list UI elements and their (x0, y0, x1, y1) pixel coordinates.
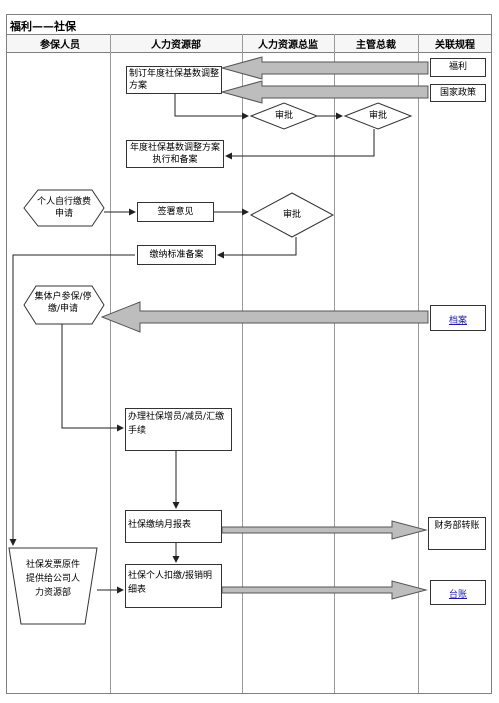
approval-label-2: 审批 (368, 111, 387, 121)
step-invoice-provide: 社保发票原件提供给公司人力资源部 (25, 560, 80, 598)
ref-national-policy: 国家政策 (430, 84, 486, 102)
approval-diamond (249, 192, 335, 238)
step-monthly-report: 社保缴纳月报表 (125, 510, 222, 543)
lane-header-hr-dept: 人力资源部 (151, 40, 201, 51)
step-deduction-table: 社保个人扣缴/报销明细表 (125, 564, 222, 608)
step-sign-opinion: 签署意见 (137, 202, 214, 222)
step-individual-apply: 个人自行缴费申请 (36, 197, 91, 219)
step-collective-apply: 集体户参保/停缴/申请 (34, 292, 92, 314)
ref-welfare: 福利 (430, 58, 486, 77)
approval-label-1: 审批 (274, 111, 293, 121)
ref-finance-transfer: 财务部转账 (428, 517, 486, 550)
lane-divider (110, 34, 111, 693)
lane-divider (334, 34, 335, 693)
lane-header-hr-director: 人力资源总监 (258, 40, 318, 51)
approval-label-3: 审批 (282, 210, 301, 220)
lane-divider (418, 34, 419, 693)
start-terminator (23, 285, 105, 325)
step-handle-change: 办理社保增员/减员/汇缴手续 (125, 408, 232, 451)
page-title: 福利——社保 (10, 20, 76, 33)
ref-archive-link[interactable]: 档案 (448, 316, 467, 326)
lane-header-regulations: 关联规程 (435, 40, 475, 51)
lane-header-insured: 参保人员 (40, 40, 80, 51)
ref-ledger-box (430, 580, 486, 605)
invoice-trapezoid (8, 547, 98, 625)
ref-ledger-link[interactable]: 台账 (448, 590, 467, 600)
step-draft-plan: 制订年度社保基数调整方案 (126, 66, 222, 94)
step-execute-plan: 年度社保基数调整方案执行和备案 (126, 140, 224, 168)
approval-diamond (343, 102, 413, 130)
block-arrow (100, 56, 429, 600)
lane-divider (242, 34, 243, 693)
step-standard-file: 缴纳标准备案 (137, 245, 216, 265)
lane-header-row (7, 34, 491, 53)
ref-archive-box (430, 305, 486, 331)
flowchart-frame (6, 14, 492, 694)
lane-header-president: 主管总裁 (356, 40, 396, 51)
start-terminator (23, 189, 105, 227)
